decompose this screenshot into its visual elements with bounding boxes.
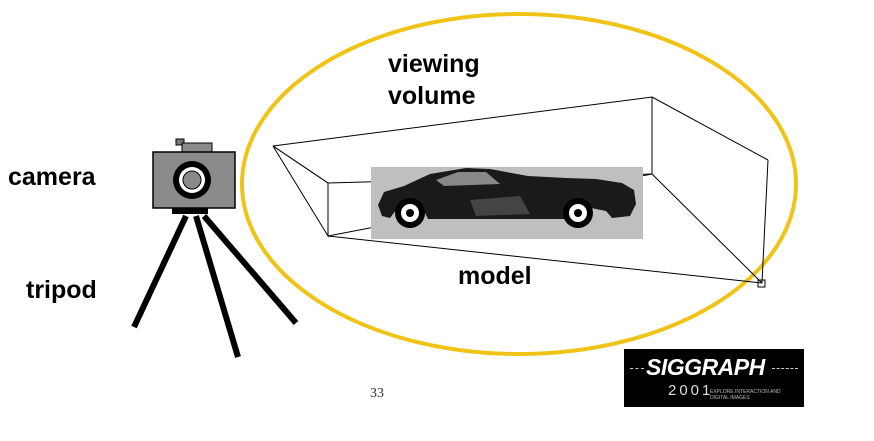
frustum-edge-near-top: [272, 145, 329, 184]
viewing-volume-label: viewing volume: [388, 48, 480, 112]
viewing-volume-text: viewing volume: [388, 50, 480, 110]
logo-dash-left: [630, 368, 644, 370]
frustum-edge-bottom: [327, 235, 763, 284]
frustum-far-diagonal: [651, 173, 763, 284]
logo-tagline: EXPLORE INTERACTION AND DIGITAL IMAGES: [710, 389, 781, 401]
page-number: 33: [370, 386, 384, 401]
frustum-corner-mark: [757, 279, 766, 288]
model-label: model: [458, 262, 532, 290]
logo-year: 2001: [668, 382, 714, 399]
viewing-volume-highlight: [240, 12, 798, 356]
frustum-near-plane: [272, 145, 329, 238]
camera-icon: [152, 138, 236, 214]
logo-name: SIGGRAPH: [646, 354, 765, 380]
tripod-icon: [131, 214, 299, 358]
frustum-far-right: [761, 159, 769, 284]
siggraph-logo: SIGGRAPH 2001 EXPLORE INTERACTION AND DI…: [624, 349, 804, 407]
frustum-far-top: [651, 96, 769, 161]
tripod-label: tripod: [26, 276, 97, 304]
frustum-edge-top: [272, 96, 653, 147]
logo-dash-right: [772, 368, 798, 370]
camera-label: camera: [8, 163, 96, 191]
car-icon: [378, 168, 636, 228]
